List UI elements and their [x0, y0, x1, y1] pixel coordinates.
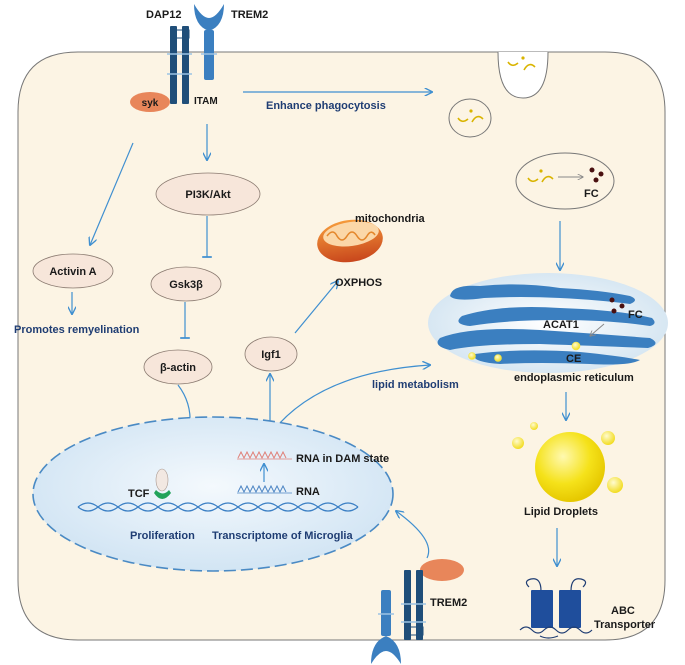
syk-label: syk — [142, 98, 159, 109]
igf1-node — [244, 336, 298, 372]
fc-vesicle-label: FC — [584, 188, 599, 200]
tcf-label: TCF — [128, 488, 150, 500]
mitochondria-label: mitochondria — [355, 213, 426, 225]
activin-a-label: Activin A — [49, 266, 96, 278]
dap12-receptor-top — [167, 26, 192, 104]
arrow-to-activin — [90, 142, 134, 245]
abc-transporter-icon — [519, 578, 593, 639]
lipid-droplet-small-2 — [530, 422, 538, 430]
phagosome-particle-icon — [457, 109, 484, 123]
tcf-protein — [155, 468, 169, 492]
syk-bottom — [420, 559, 464, 581]
fc-er-label: FC — [628, 309, 643, 321]
dna-helix — [77, 502, 359, 512]
er-fc-dots — [609, 297, 625, 314]
lysosome-vesicle — [515, 152, 615, 210]
gsk3b-label: Gsk3β — [169, 279, 203, 291]
lysosome-particle-icon — [527, 169, 554, 183]
er-cisternae — [437, 284, 656, 365]
arrow-igf1-to-mitochondria — [294, 281, 338, 334]
acat1-label: ACAT1 — [543, 319, 579, 331]
phagocytic-cup — [497, 51, 549, 99]
trem2-receptor-bottom — [371, 590, 401, 664]
enhance-phagocytosis-label: Enhance phagocytosis — [266, 100, 386, 112]
rna-icon — [237, 484, 292, 494]
free-cholesterol-dots — [589, 167, 604, 183]
lipid-metabolism-label: lipid metabolism — [372, 379, 459, 391]
er-cholesteryl-ester-droplets — [468, 341, 581, 362]
oxphos-label: OXPHOS — [335, 277, 382, 289]
er-label: endoplasmic reticulum — [514, 372, 634, 384]
syk-kinase — [130, 92, 170, 112]
tcf-binding-icon — [154, 490, 171, 499]
lipid-droplet-large — [535, 432, 605, 502]
arrow-bottom-trem2-to-nucleus — [396, 511, 430, 559]
pi3k-akt-node — [155, 172, 261, 216]
dap12-label: DAP12 — [146, 9, 181, 21]
dap12-receptor-bottom — [401, 570, 426, 640]
gsk3b-node — [150, 266, 222, 302]
beta-actin-node — [143, 349, 213, 385]
rna-dam-label: RNA in DAM state — [296, 453, 389, 465]
trem2-bottom-label: TREM2 — [430, 597, 467, 609]
lipid-droplet-small-1 — [512, 437, 524, 449]
lipid-droplets-label: Lipid Droplets — [524, 506, 598, 518]
beta-actin-label: β-actin — [160, 362, 196, 374]
itam-label: ITAM — [194, 96, 218, 107]
transcriptome-label: Transcriptome of Microglia — [212, 530, 353, 542]
mitochondria-icon — [317, 219, 383, 263]
abc-label: ABC — [611, 605, 635, 617]
activin-a-node — [32, 253, 114, 289]
lipid-droplet-small-4 — [607, 477, 623, 493]
promotes-remyelination-label: Promotes remyelination — [14, 324, 140, 336]
transporter-label: Transporter — [594, 619, 656, 631]
arrow-to-lipid-metabolism — [271, 365, 430, 433]
proliferation-label: Proliferation — [130, 530, 195, 542]
phagosome — [448, 98, 492, 138]
trem2-receptor-top — [194, 4, 224, 80]
pi3k-akt-label: PI3K/Akt — [185, 189, 231, 201]
rna-label: RNA — [296, 486, 320, 498]
igf1-label: Igf1 — [261, 349, 281, 361]
lipid-droplet-small-3 — [601, 431, 615, 445]
nucleus — [32, 416, 394, 572]
arrow-fc-to-ce — [590, 323, 605, 336]
rna-dam-icon — [237, 450, 292, 460]
ce-label: CE — [566, 353, 581, 365]
trem2-top-label: TREM2 — [231, 9, 268, 21]
pit-particle-icon — [507, 56, 536, 71]
